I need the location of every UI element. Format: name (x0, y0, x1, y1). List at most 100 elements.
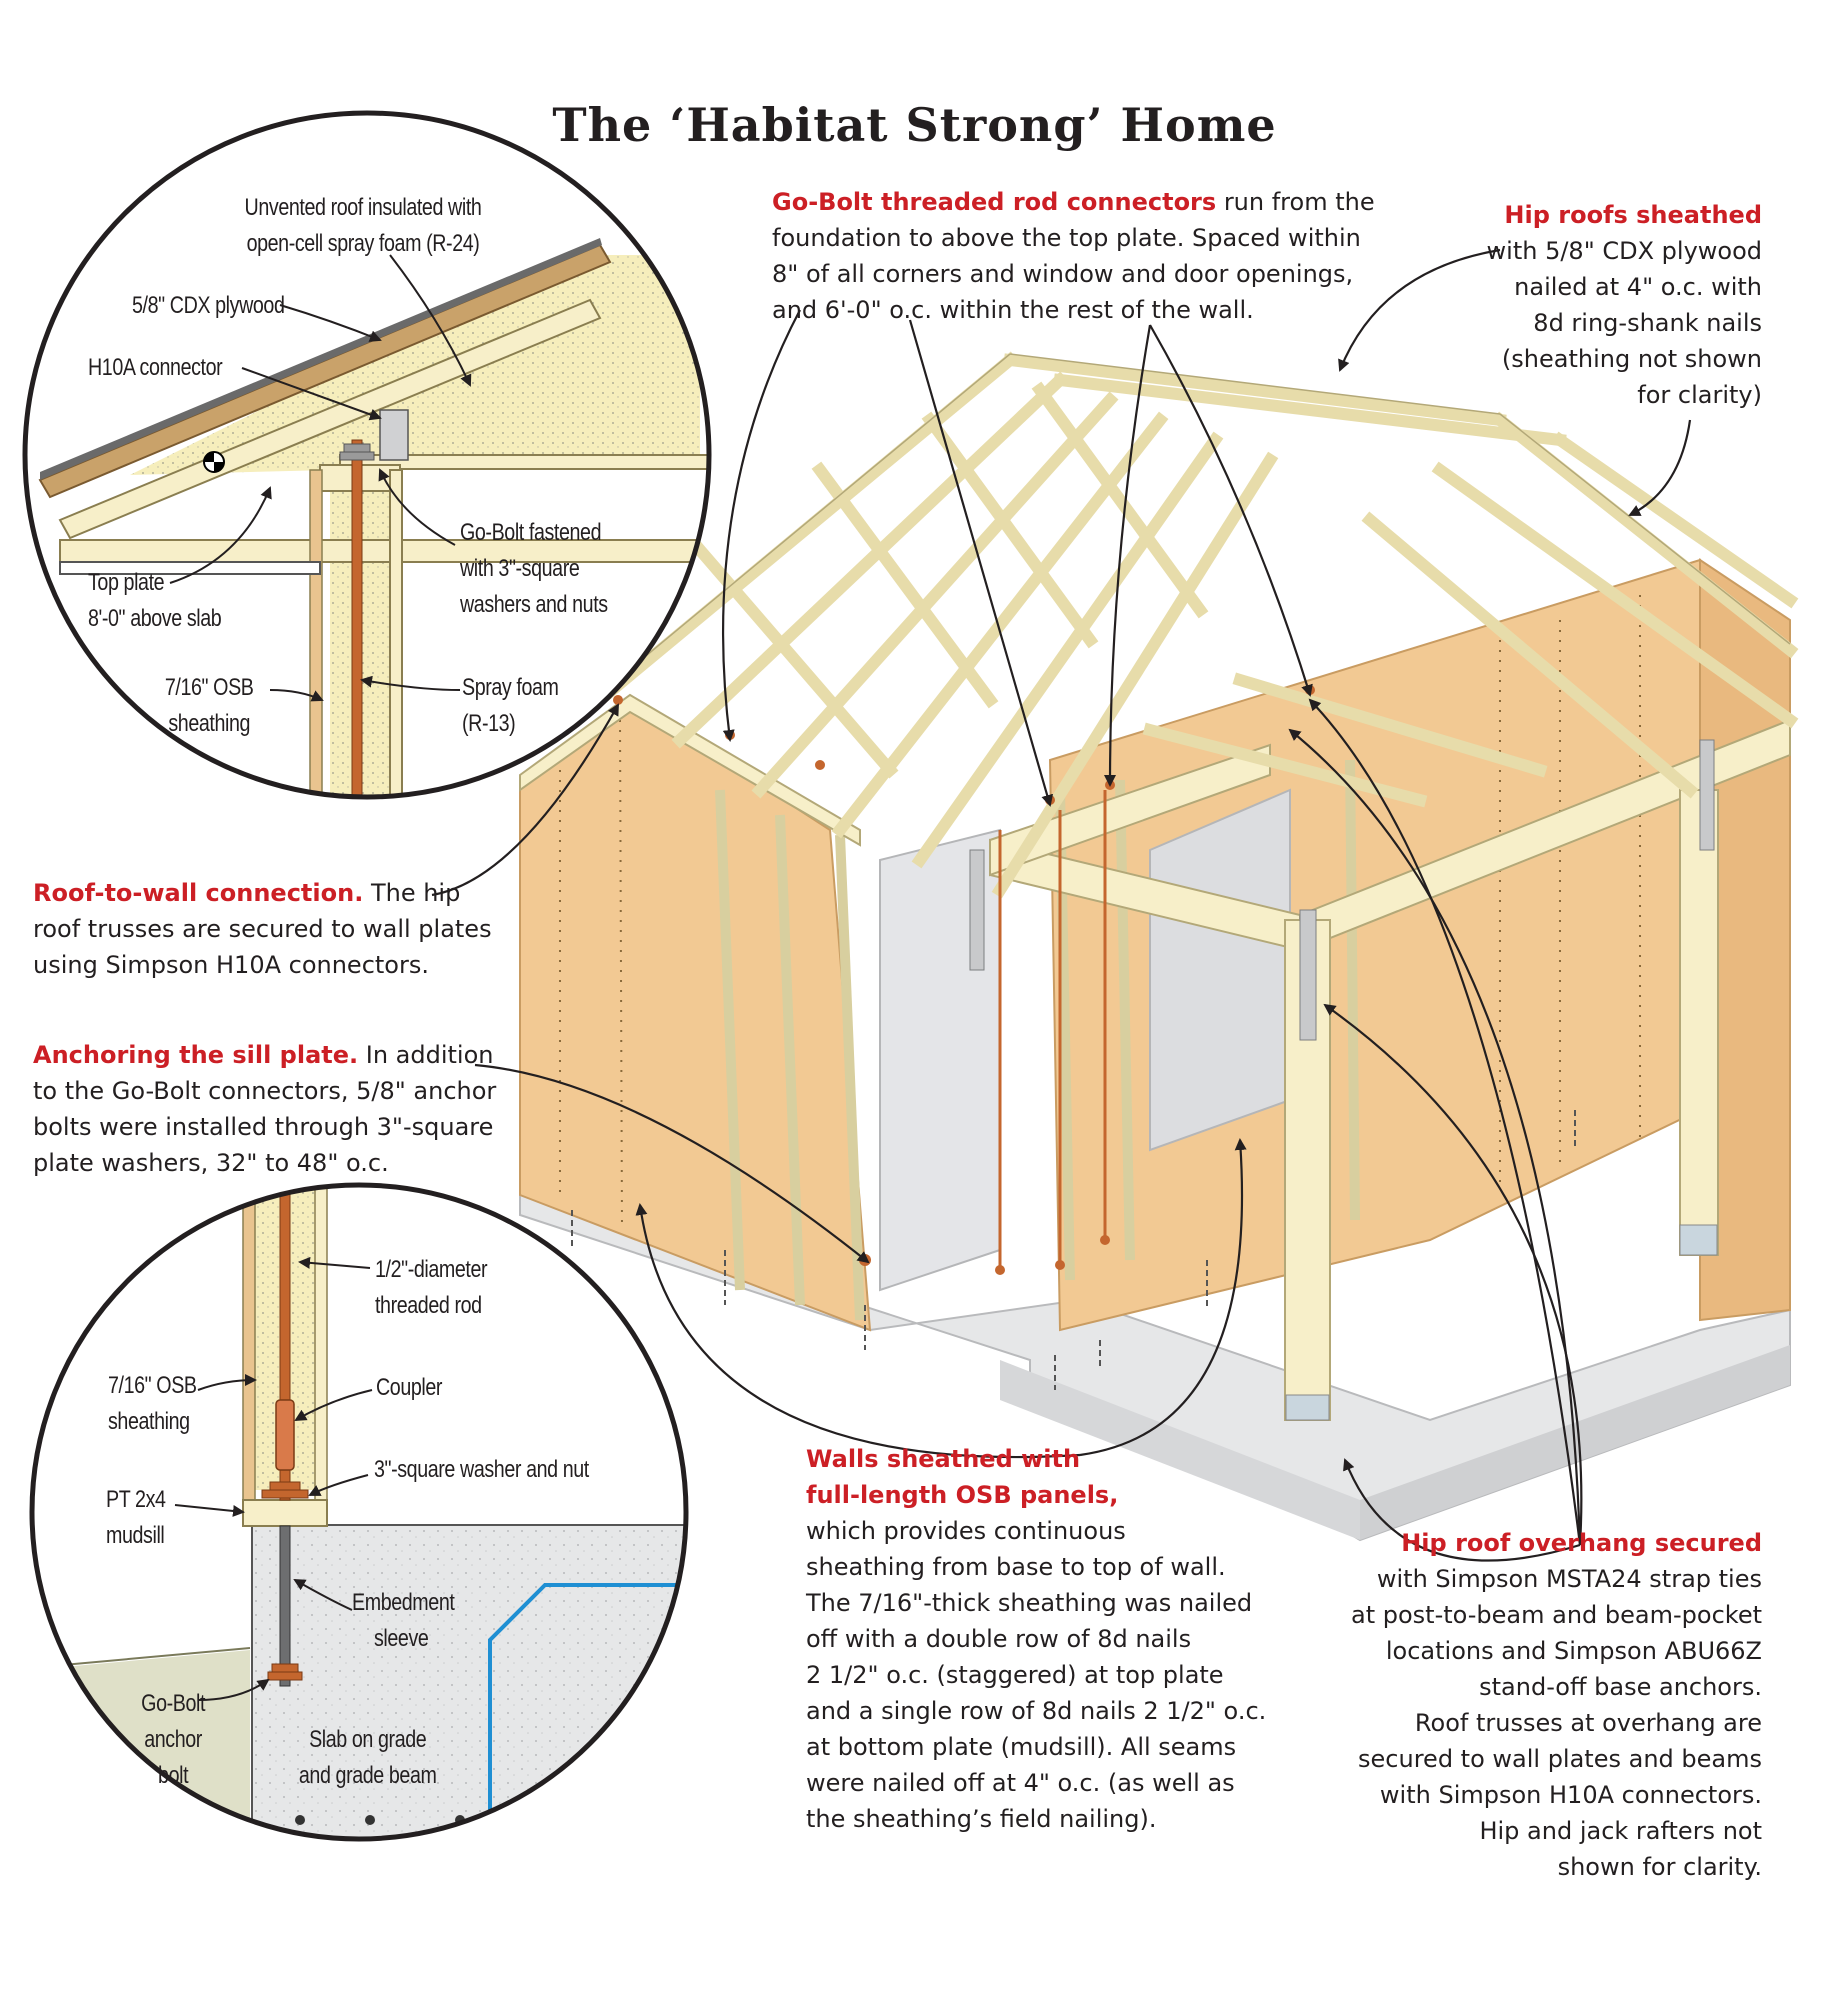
label-line: washers and nuts (460, 591, 608, 618)
sill-line: to the Go-Bolt connectors, 5/8" anchor (33, 1077, 497, 1105)
hip-sheathed-line: nailed at 4" o.c. with (1514, 273, 1762, 301)
hip-sheathed-line: for clarity) (1637, 381, 1762, 409)
hip-sheathed-line: 8d ring-shank nails (1533, 309, 1762, 337)
gobolt-line: run from the (1216, 188, 1375, 216)
coupler-detail (275, 1399, 295, 1471)
label-line: 7/16" OSB (164, 674, 254, 701)
label-line: anchor bolt (144, 1726, 202, 1789)
gobolt-line: and 6'-0" o.c. within the rest of the wa… (772, 296, 1254, 324)
gobolt-heading: Go-Bolt threaded rod connectors (772, 188, 1217, 216)
walls-line: The 7/16"-thick sheathing was nailed (806, 1589, 1253, 1617)
right-wall-osb (1048, 558, 1701, 1332)
overhang-line: secured to wall plates and beams (1358, 1745, 1762, 1773)
gobolt-caption: Go-Bolt threaded rod connectors run from… (772, 184, 1375, 328)
top-plate (519, 693, 861, 847)
label-line: Unvented roof insulated with (244, 194, 482, 221)
walls-line: off with a double row of 8d nails (806, 1625, 1192, 1653)
sill-heading: Anchoring the sill plate. (33, 1041, 359, 1069)
label-line: 1/2"-diameter (375, 1256, 488, 1283)
roof-detail-circle (22, 110, 712, 800)
overhang-line: locations and Simpson ABU66Z (1385, 1637, 1762, 1665)
label-line: threaded rod (375, 1292, 482, 1319)
walls-heading: Walls sheathed with (806, 1445, 1081, 1473)
label-line: Go-Bolt (141, 1690, 206, 1717)
overhang-line: with Simpson H10A connectors. (1379, 1781, 1762, 1809)
overhang-line: with Simpson MSTA24 strap ties (1376, 1565, 1762, 1593)
walls-line: the sheathing’s field nailing). (806, 1805, 1157, 1833)
label-line: with 3"-square (460, 555, 580, 582)
gobolt-line: 8" of all corners and window and door op… (772, 260, 1354, 288)
porch-post-right (1679, 789, 1719, 1256)
walls-line: 2 1/2" o.c. (staggered) at top plate (806, 1661, 1224, 1689)
walls-line: were nailed off at 4" o.c. (as well as (806, 1769, 1235, 1797)
label-spray-foam: Spray foam (R-13) (462, 670, 559, 742)
walls-line: sheathing from base to top of wall. (806, 1553, 1226, 1581)
label-line: open-cell spray foam (R-24) (246, 230, 480, 257)
label-mudsill: PT 2x4 mudsill (106, 1482, 166, 1554)
gobolt-rod-detail (351, 439, 363, 797)
label-line: and grade beam (298, 1762, 437, 1789)
label-coupler: Coupler (376, 1374, 443, 1401)
label-line: sheathing (108, 1408, 190, 1435)
hip-sheathed-caption: Hip roofs sheathed with 5/8" CDX plywood… (1432, 197, 1762, 413)
label-unvented-roof: Unvented roof insulated with open-cell s… (240, 190, 486, 262)
label-line: Slab on grade (309, 1726, 427, 1753)
walls-line: at bottom plate (mudsill). All seams (806, 1733, 1237, 1761)
mudsill-detail (242, 1499, 328, 1527)
label-h10a-connector: H10A connector (88, 354, 223, 381)
window-opening (1149, 788, 1291, 1152)
hip-sheathed-line: (sheathing not shown (1501, 345, 1762, 373)
label-line: Spray foam (462, 674, 559, 701)
roof-wall-line: roof trusses are secured to wall plates (33, 915, 492, 943)
hip-sheathed-line: with 5/8" CDX plywood (1486, 237, 1762, 265)
walls-line: and a single row of 8d nails 2 1/2" o.c. (806, 1697, 1267, 1725)
label-washer-nut: 3"-square washer and nut (374, 1456, 589, 1483)
overhang-line: stand-off base anchors. (1479, 1673, 1762, 1701)
roof-wall-line: using Simpson H10A connectors. (33, 951, 429, 979)
h10a-connector-detail (379, 409, 409, 461)
sill-line: plate washers, 32" to 48" o.c. (33, 1149, 389, 1177)
sill-caption: Anchoring the sill plate. In addition to… (33, 1037, 496, 1181)
label-line: 7/16" OSB (108, 1372, 197, 1399)
gobolt-line: foundation to above the top plate. Space… (772, 224, 1361, 252)
walls-heading: full-length OSB panels, (806, 1481, 1119, 1509)
label-line: 8'-0" above slab (88, 605, 222, 632)
label-osb-top: 7/16" OSB sheathing (160, 670, 258, 742)
label-line: Top plate (88, 569, 165, 596)
walls-caption: Walls sheathed with full-length OSB pane… (806, 1441, 1266, 1837)
label-osb-bottom: 7/16" OSB sheathing (108, 1368, 197, 1440)
overhang-line: shown for clarity. (1557, 1853, 1762, 1881)
label-cdx-plywood: 5/8" CDX plywood (132, 292, 285, 319)
house-illustration (519, 351, 1799, 1542)
label-line: PT 2x4 (106, 1486, 166, 1513)
overhang-line: at post-to-beam and beam-pocket (1350, 1601, 1762, 1629)
sill-line: bolts were installed through 3"-square (33, 1113, 494, 1141)
overhang-line: Hip and jack rafters not (1479, 1817, 1762, 1845)
overhang-line: Roof trusses at overhang are (1414, 1709, 1762, 1737)
label-gobolt-fastened: Go-Bolt fastened with 3"-square washers … (460, 515, 608, 623)
label-line: Embedment (352, 1589, 455, 1616)
label-top-plate: Top plate 8'-0" above slab (88, 565, 222, 637)
label-line: (R-13) (462, 710, 516, 737)
label-threaded-rod: 1/2"-diameter threaded rod (375, 1252, 488, 1324)
label-line: Go-Bolt fastened (460, 519, 602, 546)
label-anchor-bolt: Go-Bolt anchor bolt (128, 1686, 218, 1794)
overhang-caption: Hip roof overhang secured with Simpson M… (1332, 1525, 1762, 1885)
page-title: The ‘Habitat Strong’ Home (552, 98, 1277, 152)
walls-line: which provides continuous (806, 1517, 1126, 1545)
label-line: sheathing (168, 710, 251, 737)
roof-wall-line: The hip (363, 879, 461, 907)
roof-trusses (591, 351, 1799, 899)
label-embedment-sleeve: Embedment sleeve (352, 1585, 455, 1657)
main-leader-lines (431, 248, 1692, 1562)
roof-wall-heading: Roof-to-wall connection. (33, 879, 364, 907)
sill-line: In addition (358, 1041, 494, 1069)
roof-wall-caption: Roof-to-wall connection. The hip roof tr… (33, 875, 492, 983)
label-slab-grade-beam: Slab on grade and grade beam (298, 1722, 437, 1794)
overhang-heading: Hip roof overhang secured (1401, 1529, 1762, 1557)
label-line: sleeve (373, 1625, 429, 1652)
label-line: mudsill (106, 1522, 165, 1549)
slab-face (1000, 1360, 1360, 1540)
hip-sheathed-heading: Hip roofs sheathed (1504, 201, 1762, 229)
